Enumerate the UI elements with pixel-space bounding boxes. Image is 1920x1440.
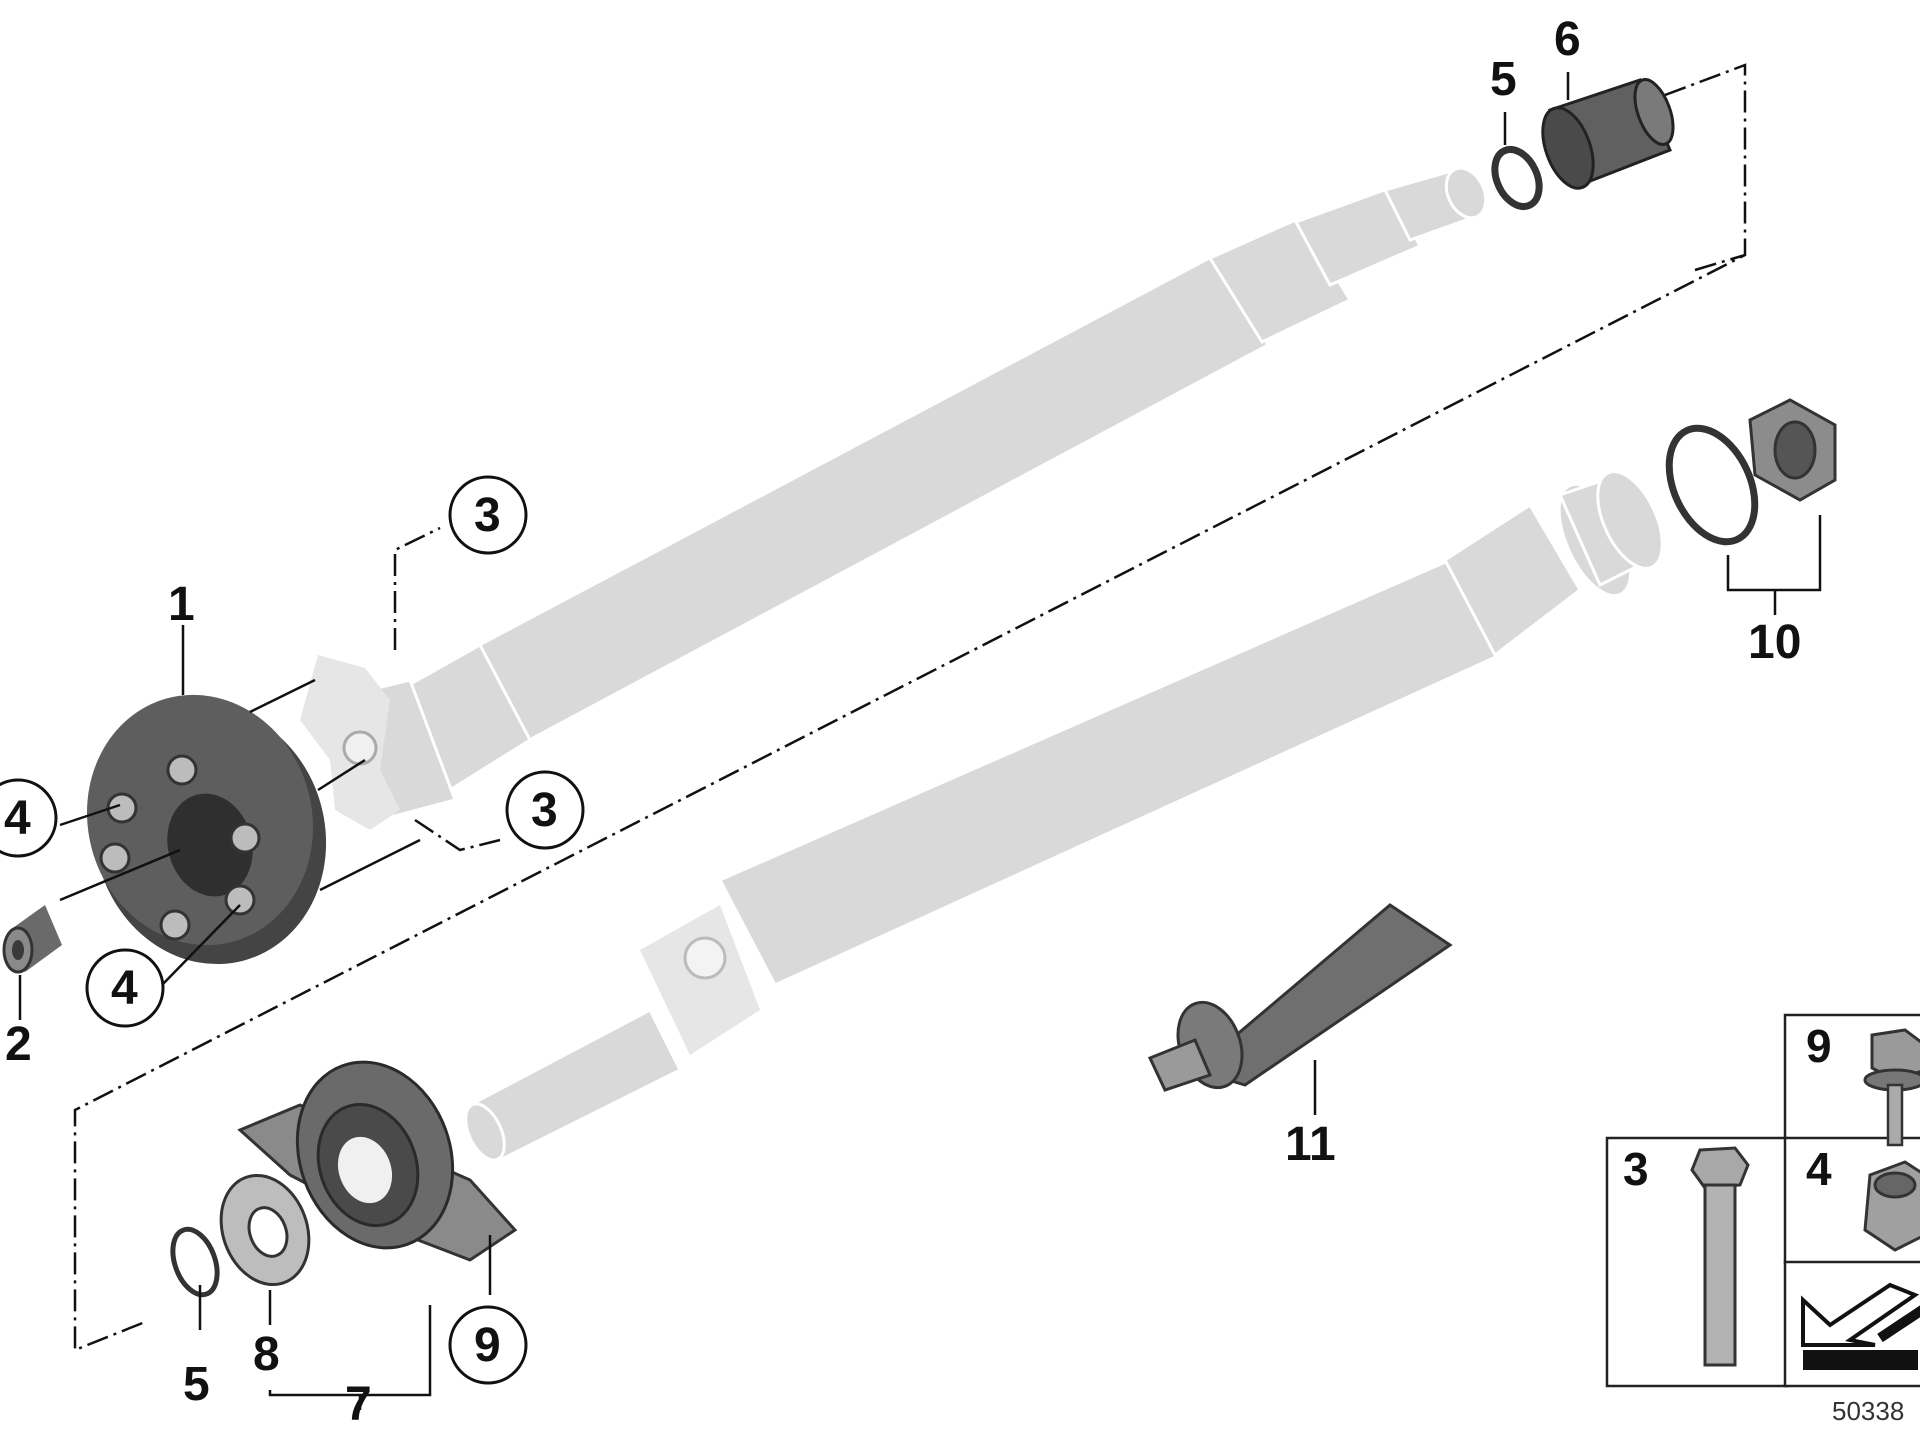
- label-3-circle-bottom: [505, 770, 585, 850]
- flexible-disc: [87, 694, 327, 965]
- circlip-ring-top: [1491, 146, 1543, 210]
- legend-label-9: 9: [1806, 1020, 1832, 1072]
- reference-number: 50338: [1832, 1396, 1904, 1426]
- replace-symbol-icon: [1801, 1282, 1920, 1370]
- label-4-left: 4: [4, 792, 31, 845]
- label-7: 7: [345, 1378, 372, 1431]
- lower-drive-shaft: [464, 470, 1664, 1162]
- upper-drive-shaft: [300, 166, 1488, 830]
- rubber-boot: [1541, 78, 1675, 190]
- washer-8-hole: [247, 1206, 289, 1258]
- legend-label-4: 4: [1806, 1143, 1832, 1195]
- hex-bolt-icon: [1690, 1146, 1750, 1367]
- fastener-legend: 9 3 4: [1605, 1013, 1920, 1388]
- label-3-bottom: 3: [531, 784, 558, 837]
- leader-lines: [18, 72, 1822, 1410]
- center-bearing: [237, 1060, 518, 1262]
- label-1: 1: [168, 578, 195, 631]
- label-3-circle-top: [448, 475, 528, 555]
- lock-nut-icon: [1863, 1160, 1920, 1252]
- label-10: 10: [1748, 616, 1801, 669]
- label-4-circle-left: [0, 778, 58, 858]
- label-8: 8: [253, 1328, 280, 1381]
- grease-tube: [1147, 903, 1453, 1092]
- label-4-circle-bottom: [85, 948, 165, 1028]
- sealing-ring-right: [1665, 424, 1759, 546]
- label-11: 11: [1285, 1118, 1336, 1171]
- label-4-bottom: 4: [111, 962, 138, 1015]
- centering-sleeve: [2, 905, 62, 974]
- flange-bolt-icon: [1863, 1028, 1920, 1147]
- label-9: 9: [474, 1319, 501, 1372]
- label-3-top: 3: [474, 489, 501, 542]
- label-5-top: 5: [1490, 53, 1517, 106]
- legend-label-3: 3: [1623, 1143, 1649, 1195]
- label-5-bottom: 5: [183, 1358, 210, 1411]
- label-2: 2: [5, 1018, 32, 1071]
- label-9-circle: [448, 1305, 528, 1385]
- dash-dot-lines: [73, 63, 1747, 1352]
- circlip-ring-bottom: [170, 1226, 220, 1298]
- label-6: 6: [1554, 13, 1581, 66]
- hex-nut-right: [1748, 398, 1837, 502]
